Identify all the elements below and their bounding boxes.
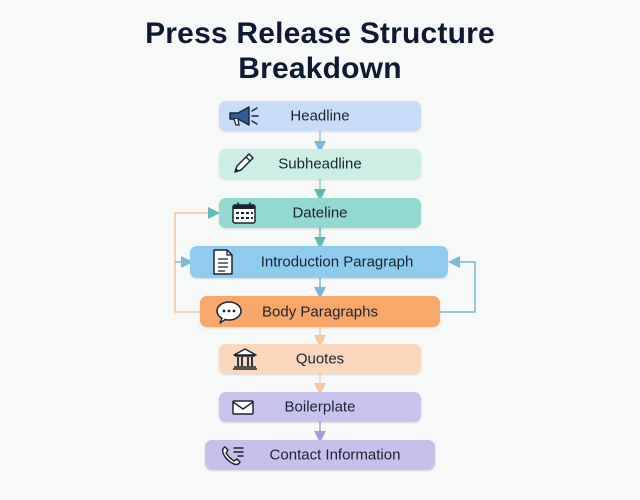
loop-right-body-to-introduction (440, 256, 476, 313)
step-contact-information: Contact Information (205, 440, 435, 470)
step-dateline: Dateline (219, 198, 421, 228)
pencil-icon (231, 152, 257, 176)
step-label-subheadline: Subheadline (278, 155, 362, 173)
phone-icon (219, 443, 247, 467)
step-label-quotes: Quotes (295, 350, 345, 368)
step-body-paragraphs: Body Paragraphs (200, 296, 440, 327)
building-icon (231, 347, 259, 371)
step-subheadline: Subheadline (219, 149, 421, 179)
calendar-icon (230, 201, 258, 225)
step-introduction-paragraph: Introduction Paragraph (190, 246, 448, 278)
step-label-introduction-paragraph: Introduction Paragraph (260, 253, 414, 271)
document-icon (210, 248, 236, 276)
step-quotes: Quotes (219, 344, 421, 374)
step-label-contact-information: Contact Information (269, 446, 401, 464)
megaphone-icon (227, 104, 261, 128)
page-title: Press Release Structure Breakdown (0, 16, 640, 86)
envelope-icon (230, 397, 256, 417)
step-headline: Headline (219, 101, 421, 131)
step-boilerplate: Boilerplate (219, 392, 421, 422)
title-line-2: Breakdown (238, 52, 402, 85)
step-label-dateline: Dateline (292, 204, 348, 222)
speech-bubble-icon (214, 299, 244, 325)
step-label-boilerplate: Boilerplate (284, 398, 356, 416)
step-label-body-paragraphs: Body Paragraphs (262, 303, 378, 320)
step-label-headline: Headline (290, 107, 350, 125)
title-line-1: Press Release Structure (145, 17, 495, 50)
